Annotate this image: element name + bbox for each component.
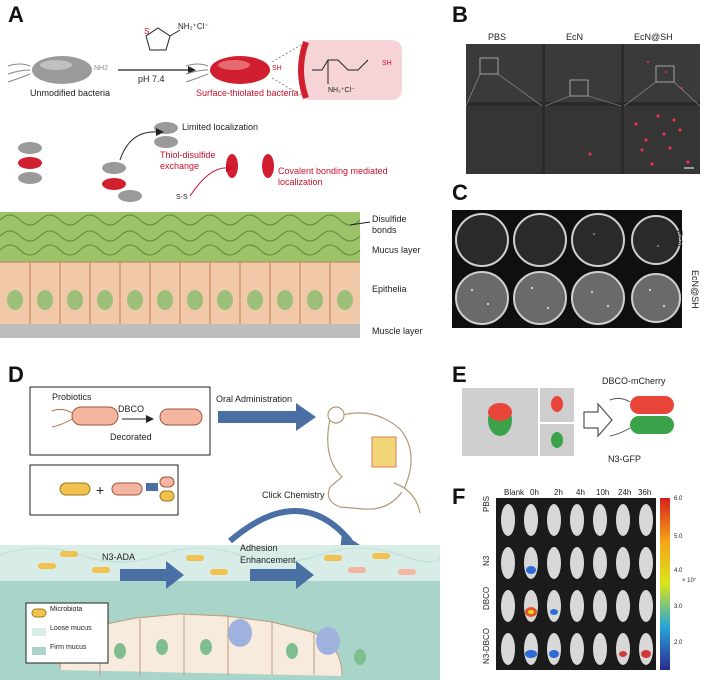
- panel-f-ivis-grid: [496, 498, 656, 670]
- oral-administration-label: Oral Administration: [216, 394, 293, 404]
- thiolactone-reagent-icon: [145, 27, 181, 51]
- scale-tick-5: 5.0: [674, 534, 683, 540]
- legend-loose-mucus: Loose mucus: [50, 625, 92, 632]
- panel-d-graphic: +: [0, 386, 440, 680]
- scale-tick-2: 2.0: [674, 640, 683, 646]
- decorated-label: Decorated: [110, 432, 152, 442]
- legend-firm-mucus: Firm mucus: [50, 644, 87, 651]
- panel-label-e: E: [452, 362, 467, 387]
- panel-f-color-scale: [660, 498, 670, 670]
- dbco-label: DBCO: [118, 404, 145, 414]
- panel-b-col-ecn: EcN: [566, 32, 584, 42]
- n3-gfp-label: N3-GFP: [608, 454, 642, 464]
- thiol-disulfide-label: Thiol-disulfide exchange: [160, 150, 216, 171]
- unmodified-bacteria-label: Unmodified bacteria: [30, 88, 111, 98]
- ph-label: pH 7.4: [138, 74, 165, 84]
- product-nh-label: NH₂⁺Cl⁻: [328, 87, 355, 94]
- epithelia-label: Epithelia: [372, 284, 407, 294]
- scale-tick-4: 4.0: [674, 568, 683, 574]
- click-chemistry-label: Click Chemistry: [262, 490, 325, 500]
- muscle-layer: [0, 324, 360, 338]
- panel-c-row-ecn: EcN: [674, 230, 684, 248]
- svg-text:+: +: [96, 482, 104, 498]
- panel-f-col-4h: 4h: [576, 488, 585, 497]
- sh-label: SH: [272, 65, 282, 72]
- panel-b-col-pbs: PBS: [488, 32, 507, 42]
- mucus-layer-label: Mucus layer: [372, 245, 421, 255]
- mouse-icon: [327, 406, 421, 514]
- panel-label-a: A: [8, 2, 24, 27]
- panel-a-graphic: S: [0, 27, 402, 338]
- bacteria-cluster-icon: [18, 122, 274, 202]
- panel-f-row-pbs: PBS: [482, 495, 491, 512]
- legend-microbiota: Microbiota: [50, 606, 83, 613]
- epithelia-layer: [0, 261, 360, 324]
- panel-label-b: B: [452, 2, 468, 27]
- panel-f-row-n3-dbco: N3-DBCO: [482, 627, 491, 664]
- panel-label-c: C: [452, 180, 468, 205]
- panel-f-row-dbco: DBCO: [482, 586, 491, 610]
- thiolated-bacterium-icon: [185, 56, 270, 84]
- panel-label-f: F: [452, 484, 466, 509]
- adhesion-enhancement-label: Adhesion Enhancement: [240, 543, 296, 565]
- panel-f-col-24h: 24h: [618, 488, 632, 497]
- probiotics-label: Probiotics: [52, 392, 92, 402]
- panel-f-col-36h: 36h: [638, 488, 652, 497]
- product-sh-label: SH: [382, 60, 392, 67]
- panel-c-row-ecn-sh: EcN@SH: [690, 270, 700, 309]
- svg-text:S: S: [144, 27, 149, 36]
- unmodified-bacterium-icon: [7, 56, 92, 84]
- muscle-layer-label: Muscle layer: [372, 326, 423, 336]
- panel-b-micrographs: [466, 44, 700, 174]
- disulfide-bonds-label: Disulfide bonds: [372, 214, 407, 235]
- nh2-label: NH2: [94, 65, 109, 72]
- limited-localization-label: Limited localization: [182, 122, 259, 132]
- panel-c-plates: [452, 210, 682, 328]
- panel-b-col-ecn-sh: EcN@SH: [634, 32, 673, 42]
- scale-unit: × 10⁷: [682, 578, 697, 584]
- ss-bond-label: S-S: [176, 194, 188, 201]
- panel-label-d: D: [8, 362, 24, 387]
- covalent-bonding-label: Covalent bonding mediated localization: [278, 166, 388, 187]
- reagent-label: NH₂⁺Cl⁻: [178, 22, 209, 31]
- thiolated-bacteria-label: Surface-thiolated bacteria: [196, 88, 299, 98]
- scale-tick-6: 6.0: [674, 496, 683, 502]
- panel-f-col-blank: Blank: [504, 488, 525, 497]
- panel-e-graphic: [462, 388, 674, 456]
- panel-f-col-10h: 10h: [596, 488, 610, 497]
- dbco-mcherry-label: DBCO-mCherry: [602, 376, 666, 386]
- panel-f-row-n3: N3: [482, 555, 491, 566]
- panel-f-col-0h: 0h: [530, 488, 539, 497]
- n3-ada-label: N3-ADA: [102, 552, 136, 562]
- microbiota-icons: [38, 551, 416, 575]
- panel-f-col-2h: 2h: [554, 488, 563, 497]
- scale-tick-3: 3.0: [674, 604, 683, 610]
